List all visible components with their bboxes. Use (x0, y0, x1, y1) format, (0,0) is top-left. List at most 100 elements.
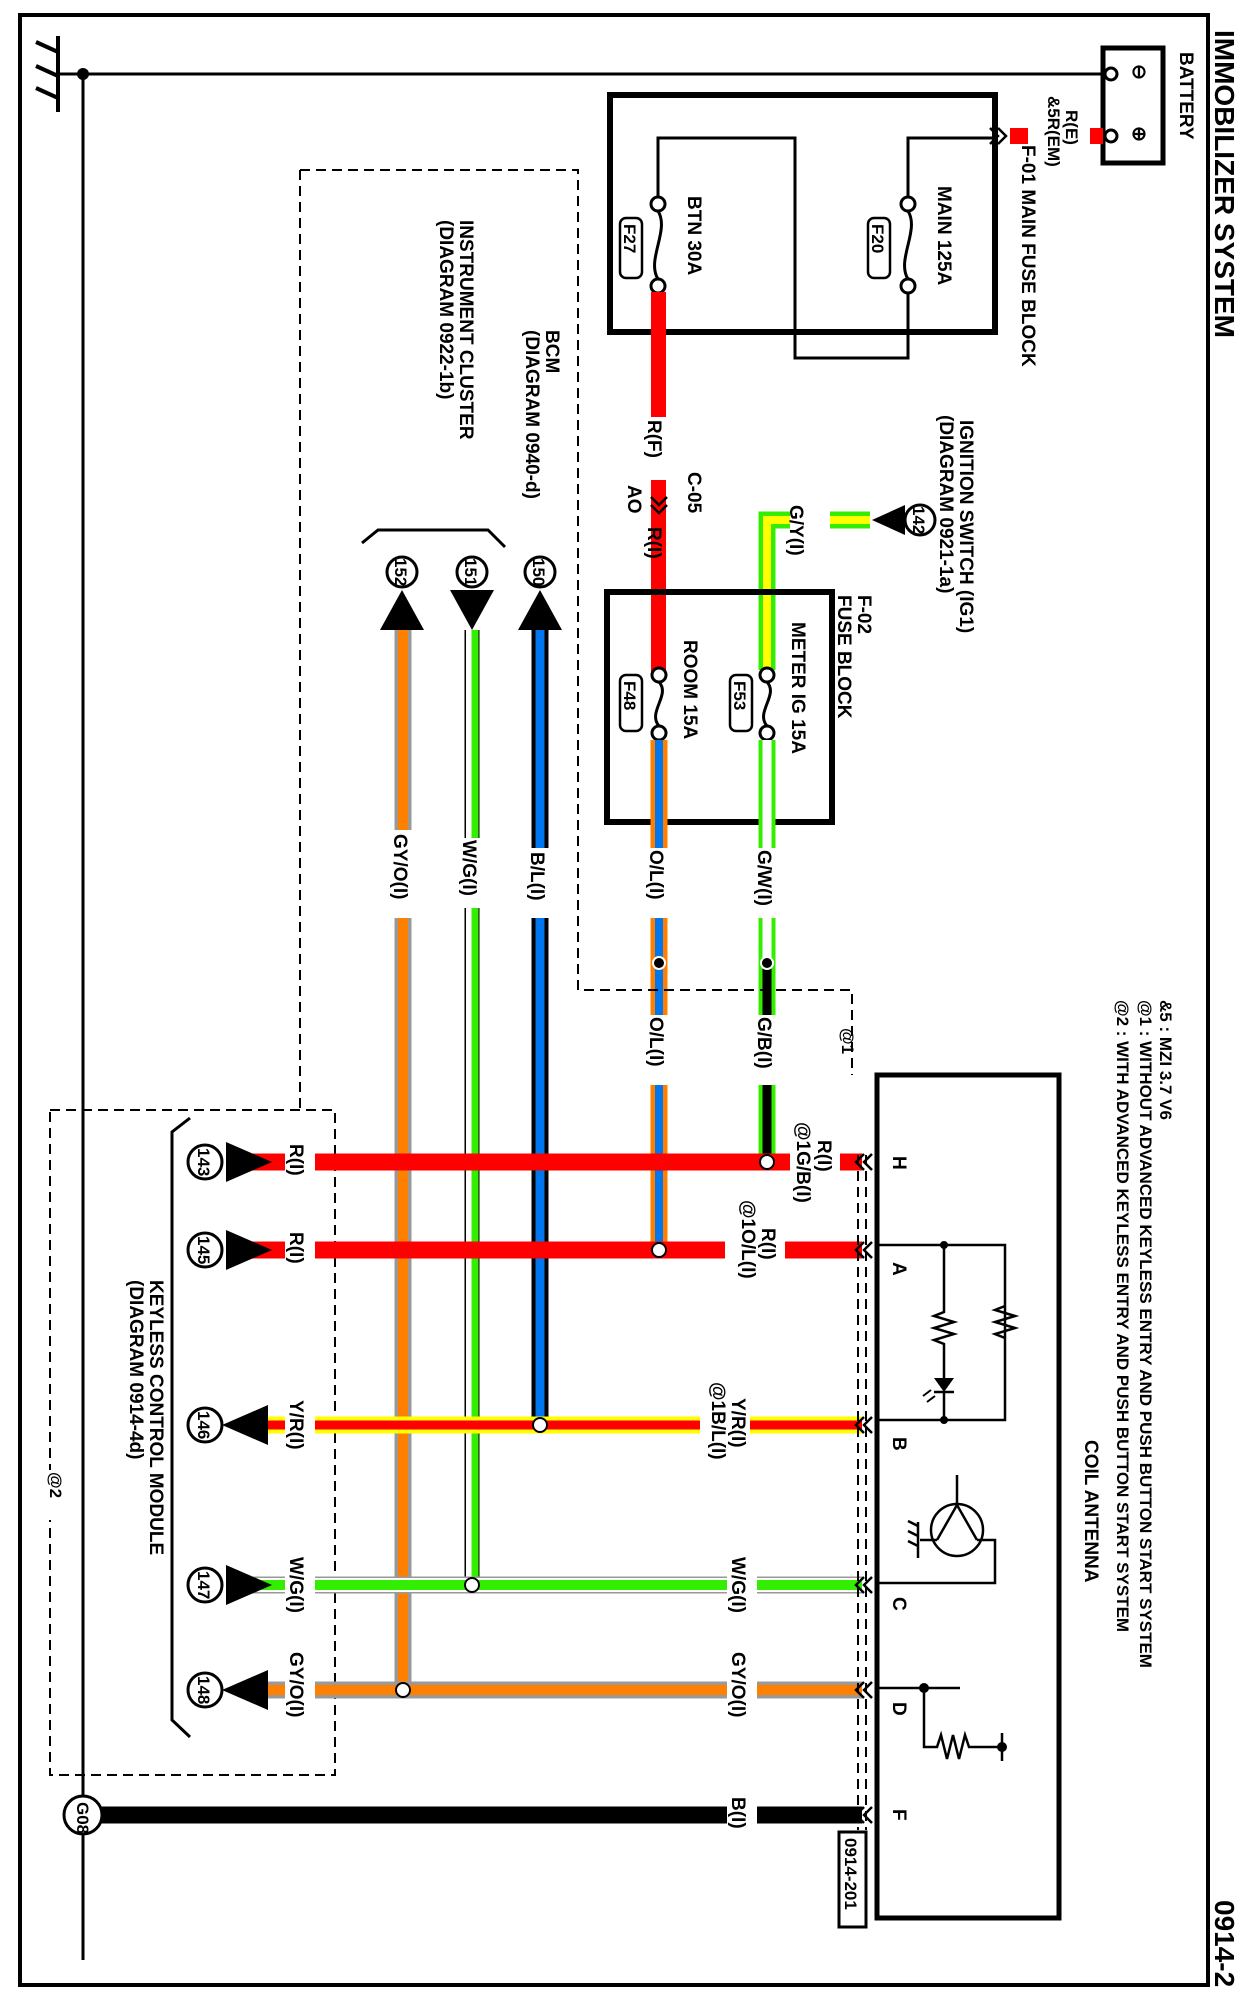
connector-arrow-icon (226, 1565, 272, 1605)
resistor-led-circuit (877, 1241, 1020, 1424)
bcm-dashed-boundary (300, 169, 853, 1075)
battery-wire-2 (1010, 128, 1028, 144)
splice-dot (759, 1154, 775, 1170)
wire-label-k147: W/G(I) (285, 1557, 306, 1613)
pin-c: C (888, 1597, 909, 1611)
label-gap (790, 505, 830, 535)
main-fuse-block-label: F-01 MAIN FUSE BLOCK (1017, 145, 1038, 367)
wire-label-ol-2: O/L(I) (645, 1017, 666, 1067)
splice-dot (651, 1242, 667, 1258)
fuse-name-main: MAIN 125A (933, 186, 954, 286)
kcm-connector-146 (186, 1405, 268, 1445)
fuse-block-f02 (604, 589, 835, 825)
wire-label-b: Y/R(I) (727, 1398, 748, 1448)
ground-icon (35, 36, 60, 112)
connector-150-number: 150 (529, 558, 548, 586)
pin-a: A (888, 1262, 909, 1276)
kcm-dashed-boundary (49, 1109, 336, 1776)
note-3: @2 : WITH ADVANCED KEYLESS ENTRY AND PUS… (1113, 1000, 1132, 1632)
battery-neg-icon: ⊖ (1128, 64, 1149, 80)
option-tag-at1: @1 (838, 1028, 857, 1054)
label-gap (647, 848, 671, 918)
fuse-id-f27: F27 (620, 224, 639, 253)
connector-151 (455, 555, 489, 589)
label-gap (647, 1015, 671, 1085)
battery-wire (1090, 128, 1103, 144)
pin-d: D (888, 1702, 909, 1716)
bcm-ref: (DIAGRAM 0940-d) (521, 330, 542, 499)
kcm-label: KEYLESS CONTROL MODULE (145, 1280, 166, 1555)
wire-label-a-alt: @1O/L(I) (737, 1200, 758, 1279)
connector-142 (903, 503, 937, 537)
fuse-id-f20: F20 (868, 224, 887, 253)
label-gap (45, 1470, 70, 1520)
page-number: 0914-2 (1209, 1900, 1240, 1987)
label-gap (727, 1650, 757, 1730)
battery: ⊖ ⊕ BATTERY (1100, 45, 1196, 166)
f02-label-2: FUSE BLOCK (833, 595, 854, 719)
connector-arrow-icon (226, 1230, 272, 1270)
ignition-switch-ref: (DIAGRAM 0921-1a) (935, 415, 956, 593)
label-gap (285, 1140, 315, 1184)
wire-label-f: B(I) (727, 1797, 748, 1829)
label-gap (528, 848, 552, 918)
connector-arrow-icon (226, 1142, 272, 1182)
resistor-icon (877, 1683, 1007, 1761)
label-gap (755, 1015, 779, 1085)
label-gap (460, 838, 484, 908)
wire-label-d: GY/O(I) (727, 1652, 748, 1717)
label-gap (790, 1140, 840, 1184)
connector-arrow-icon (450, 590, 494, 630)
main-fuse-block (607, 92, 998, 335)
connector-chevron-icon (650, 496, 668, 515)
label-gap (285, 1555, 315, 1617)
transistor-icon (877, 1475, 997, 1585)
label-gap (725, 1228, 785, 1272)
connector-arrow-icon (872, 505, 905, 535)
wire-label-k145: R(I) (285, 1232, 306, 1264)
label-gap (285, 1650, 315, 1730)
splice-dot (760, 956, 774, 970)
connector-ref: 0914-201 (841, 1838, 860, 1910)
ground-g08-label: G08 (73, 1802, 92, 1834)
kcm-bracket (170, 1116, 192, 1739)
fuse-icon (618, 195, 667, 295)
wire-green-yellow-stripe (763, 516, 870, 670)
ground-g08 (62, 1794, 104, 1836)
splice-dot (464, 1577, 480, 1593)
connector-148-number: 148 (194, 1676, 213, 1704)
label-gap (391, 830, 415, 918)
instrument-cluster-label: INSTRUMENT CLUSTER (455, 220, 476, 440)
label-gap (700, 1400, 750, 1450)
fuse-id-f48: F48 (620, 681, 639, 710)
connector-arrow-icon (380, 590, 424, 630)
connector-arrow-icon (518, 590, 562, 630)
connector-arrow-icon (222, 1670, 268, 1710)
wire-label-k143: R(I) (285, 1144, 306, 1176)
splice-dot (532, 1417, 548, 1433)
connector-chevron-icon (854, 1153, 873, 1824)
battery-wire-label: R(E) (1062, 110, 1081, 145)
battery-label: BATTERY (1175, 52, 1196, 140)
page-frame (18, 13, 1210, 1987)
wire-label-ol-1: O/L(I) (645, 850, 666, 900)
coil-antenna-label: COIL ANTENNA (1080, 1440, 1101, 1583)
fuse-block-internal-wire (656, 136, 995, 360)
wire-label-k146: Y/R(I) (285, 1400, 306, 1450)
kcm-connector-147 (186, 1565, 272, 1605)
f02-label-1: F-02 (853, 595, 874, 634)
note-2: @1 : WITHOUT ADVANCED KEYLESS ENTRY AND … (1136, 1000, 1155, 1668)
fuse-name-btn: BTN 30A (683, 196, 704, 275)
wire-label-h-alt: @1G/B(I) (792, 1122, 813, 1203)
page-title: IMMOBILIZER SYSTEM (1209, 30, 1240, 338)
battery-pos-icon: ⊕ (1128, 126, 1149, 142)
ignition-switch-label: IGNITION SWITCH (IG1) (955, 420, 976, 633)
wire-label-gyo-vertical: GY/O(I) (389, 834, 410, 899)
option-tag-at2: @2 (46, 1472, 65, 1498)
ignition-wire-label: G/Y(I) (785, 505, 806, 556)
wire-label-a: R(I) (757, 1228, 778, 1260)
fuse-name-meter: METER IG 15A (787, 622, 808, 754)
kcm-connector-148 (186, 1670, 268, 1710)
label-gap (755, 848, 779, 918)
